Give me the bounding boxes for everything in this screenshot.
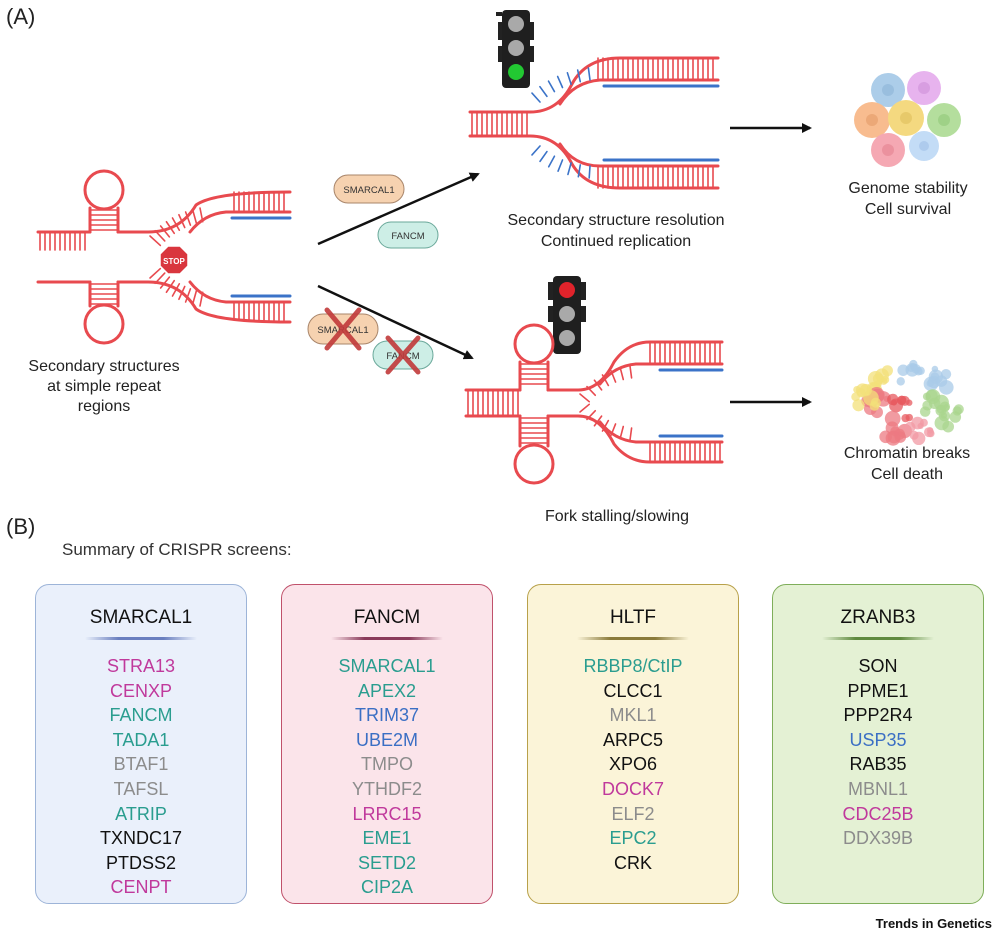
gene-item: BTAF1 (113, 754, 169, 775)
gene-item: CIP2A (360, 877, 414, 898)
box-title: SMARCAL1 (89, 607, 193, 628)
gene-item: SETD2 (357, 852, 417, 873)
gene-item: RAB35 (849, 754, 907, 775)
stop-sign-text: STOP (163, 257, 185, 266)
gene-item: CENXP (109, 680, 172, 701)
traffic-light-green-icon (496, 10, 534, 88)
gene-item: LRRC15 (352, 803, 422, 824)
gene-item: ATRIP (115, 803, 167, 824)
left-caption-line1: Secondary structures (28, 358, 179, 375)
gene-item: DDX39B (842, 828, 914, 849)
stop-sign: STOP (159, 245, 189, 275)
box-title: FANCM (353, 607, 421, 628)
gene-item: ARPC5 (602, 729, 664, 750)
title-underline (85, 637, 197, 640)
left-dna-structure: STOP (36, 169, 292, 345)
gene-item: TADA1 (112, 729, 170, 750)
top-caption-line2: Continued replication (541, 233, 691, 250)
fancm-pill-inactivated: FANCM (372, 335, 434, 375)
top-caption-line1: Secondary structure resolution (508, 212, 725, 229)
traffic-light-red-icon (548, 276, 586, 354)
top-outcome-line2: Cell survival (865, 201, 951, 218)
smarcal1-pill: SMARCAL1 (333, 174, 405, 204)
arrow-to-stalling (317, 284, 474, 360)
gene-item: RBBP8/CtIP (583, 656, 683, 676)
title-underline (577, 637, 689, 640)
bottom-outcome-line1: Chromatin breaks (844, 445, 970, 462)
gene-item: PPME1 (847, 680, 909, 701)
crispr-summary-title: Summary of CRISPR screens: (62, 540, 292, 559)
title-underline (331, 637, 443, 640)
panel-b-label: (B) (6, 514, 36, 539)
gene-item: TXNDC17 (99, 828, 183, 849)
fancm-pill: FANCM (377, 221, 439, 249)
dying-cells-icon (851, 359, 964, 446)
gene-item: YTHDF2 (351, 778, 422, 799)
gene-item: APEX2 (357, 680, 417, 701)
resolved-fork (468, 56, 720, 190)
gene-item: CRK (613, 852, 652, 873)
box-title: HLTF (609, 607, 657, 628)
gene-item: SMARCAL1 (338, 656, 436, 676)
gene-item: MBNL1 (847, 778, 909, 799)
smarcal1-pill-label: SMARCAL1 (343, 185, 394, 196)
gene-item: UBE2M (355, 729, 418, 750)
gene-item: CLCC1 (603, 680, 663, 701)
cross-mark-icon (324, 307, 362, 351)
healthy-cells-icon (854, 71, 961, 167)
gene-item: FANCM (109, 705, 173, 726)
gene-item: EPC2 (609, 828, 657, 849)
gene-item: PPP2R4 (843, 705, 913, 726)
gene-item: DOCK7 (601, 778, 664, 799)
left-caption-line2: at simple repeat (47, 378, 161, 395)
gene-item: TRIM37 (354, 705, 419, 726)
fancm-pill-label: FANCM (391, 231, 424, 242)
gene-item: ELF2 (611, 803, 655, 824)
cross-mark-icon (385, 335, 421, 375)
gene-item: CDC25B (842, 803, 914, 824)
gene-item: USP35 (849, 729, 907, 750)
left-caption-line3: regions (78, 398, 130, 415)
panel-a-label: (A) (6, 4, 36, 29)
stalled-fork (464, 323, 724, 485)
title-underline (822, 637, 934, 640)
gene-item: TMPO (361, 754, 413, 775)
bottom-caption: Fork stalling/slowing (545, 508, 689, 525)
gene-item: PTDSS2 (105, 852, 177, 873)
box-title: ZRANB3 (840, 607, 916, 628)
gene-item: CENPT (110, 877, 172, 898)
gene-item: TAFSL (113, 778, 169, 799)
arrow-to-resolution (317, 172, 480, 246)
smarcal1-pill-inactivated: SMARCAL1 (307, 307, 379, 351)
panel-a-diagram: STOP SMARCAL1 FANCM SMARCAL1 FANCM (28, 10, 970, 525)
journal-footer: Trends in Genetics (875, 916, 992, 931)
gene-item: EME1 (362, 828, 412, 849)
gene-item: XPO6 (608, 754, 658, 775)
gene-item: STRA13 (106, 656, 176, 676)
bottom-outcome-line2: Cell death (871, 466, 943, 483)
gene-item: SON (858, 656, 898, 676)
top-outcome-line1: Genome stability (848, 180, 967, 197)
gene-item: MKL1 (609, 705, 657, 726)
